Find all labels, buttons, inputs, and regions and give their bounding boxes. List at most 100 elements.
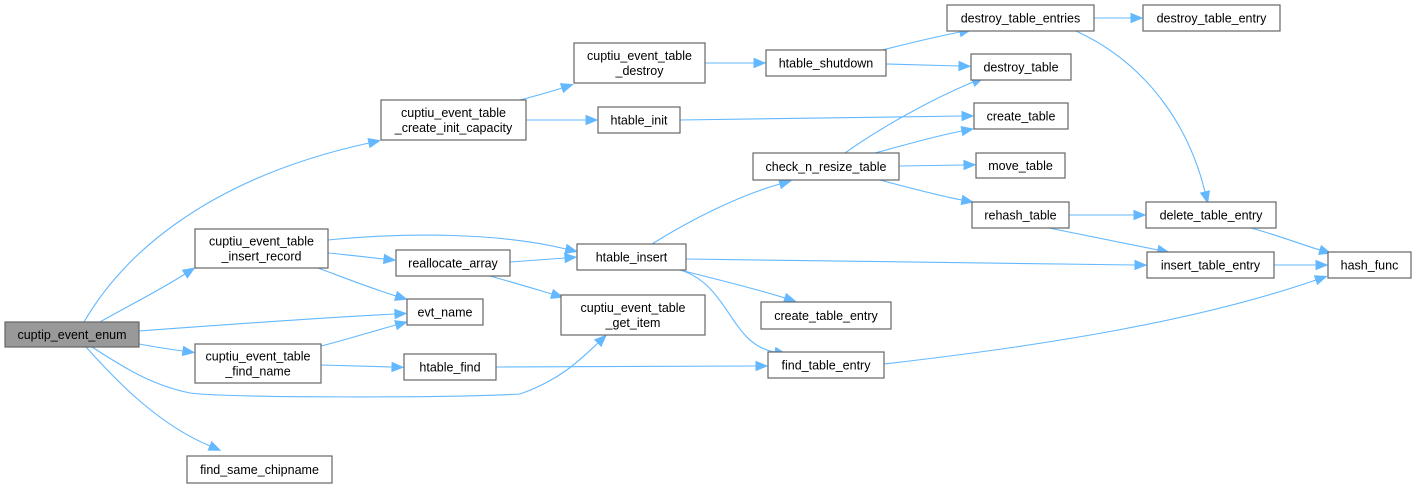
edge-cuptiu-event-table-create-init-capacity-to-cuptiu-event-table-destroy <box>519 83 574 101</box>
node-htable-find[interactable]: htable_find <box>403 353 497 381</box>
edge-line <box>320 364 393 368</box>
node-label: htable_insert <box>596 251 668 265</box>
arrowhead-icon <box>382 253 397 265</box>
node-evt-name[interactable]: evt_name <box>406 298 484 326</box>
node-cuptiu-event-table-insert-record[interactable]: cuptiu_event_table_insert_record <box>194 228 329 269</box>
node-cuptiu-event-table-find-name[interactable]: cuptiu_event_table_find_name <box>194 343 322 384</box>
edge-line <box>685 258 1136 266</box>
node-label: _get_item <box>605 316 661 330</box>
arrowhead-icon <box>753 57 767 69</box>
arrowhead-icon <box>778 179 792 190</box>
edge-cuptiu-event-table-insert-record-to-evt-name <box>317 267 408 301</box>
node-create-table-entry[interactable]: create_table_entry <box>760 301 892 330</box>
nodes-layer: cuptip_event_enumcuptiu_event_table_crea… <box>4 4 1412 484</box>
arrowhead-icon <box>564 243 578 254</box>
arrowhead-icon <box>181 267 196 279</box>
edge-cuptiu-event-table-destroy-to-htable-shutdown <box>705 57 767 69</box>
node-box <box>765 49 887 77</box>
edge-check-n-resize-table-to-create-table <box>874 125 975 154</box>
node-insert-table-entry[interactable]: insert_table_entry <box>1146 251 1275 279</box>
edge-destroy-table-entries-to-delete-table-entry <box>1075 30 1210 204</box>
node-rehash-table[interactable]: rehash_table <box>971 201 1070 229</box>
edge-find-table-entry-to-hash-func <box>883 275 1328 365</box>
node-cuptiu-event-table-create-init-capacity[interactable]: cuptiu_event_table_create_init_capacity <box>380 99 527 141</box>
node-check-n-resize-table[interactable]: check_n_resize_table <box>752 152 900 181</box>
edge-cuptiu-event-table-insert-record-to-reallocate-array <box>327 252 397 265</box>
edge-rehash-table-to-delete-table-entry <box>1069 209 1147 221</box>
edge-cuptip-event-enum-to-evt-name <box>138 308 408 332</box>
edge-htable-shutdown-to-destroy-table <box>885 60 972 72</box>
node-reallocate-array[interactable]: reallocate_array <box>395 249 511 277</box>
edge-line <box>679 269 786 299</box>
node-box <box>1327 251 1412 279</box>
edge-line <box>651 183 781 245</box>
edge-cuptiu-event-table-insert-record-to-htable-insert <box>327 234 578 254</box>
node-label: cuptiu_event_table <box>581 301 686 315</box>
edge-line <box>885 63 960 67</box>
node-label: _create_init_capacity <box>394 121 513 135</box>
node-label: destroy_table_entries <box>961 12 1081 26</box>
node-hash-func[interactable]: hash_func <box>1327 251 1412 279</box>
arrowhead-icon <box>1134 259 1148 271</box>
node-box <box>573 42 706 84</box>
node-box <box>1145 201 1277 229</box>
arrowhead-icon <box>559 83 574 94</box>
node-label: hash_func <box>1341 259 1399 273</box>
arrowhead-icon <box>1130 12 1144 24</box>
edge-check-n-resize-table-to-move-table <box>898 159 977 171</box>
node-box <box>1142 4 1281 32</box>
node-box <box>403 353 497 381</box>
node-label: check_n_resize_table <box>766 160 887 174</box>
node-label: _destroy <box>615 64 665 78</box>
node-destroy-table-entries[interactable]: destroy_table_entries <box>946 4 1095 32</box>
edge-delete-table-entry-to-hash-func <box>1250 227 1332 255</box>
arrowhead-icon <box>393 290 408 301</box>
node-box <box>406 298 484 326</box>
node-box <box>946 4 1095 32</box>
node-label: cuptiu_event_table <box>587 49 692 63</box>
edge-insert-table-entry-to-hash-func <box>1274 259 1329 271</box>
node-cuptiu-event-table-destroy[interactable]: cuptiu_event_table_destroy <box>573 42 706 84</box>
node-box <box>597 106 681 134</box>
edge-cuptip-event-enum-to-find-same-chipname <box>85 346 222 451</box>
node-box <box>975 152 1066 179</box>
edge-line <box>1048 227 1159 251</box>
node-label: _insert_record <box>221 250 302 264</box>
node-box <box>760 301 892 330</box>
edge-line <box>874 130 963 154</box>
edge-cuptip-event-enum-to-cuptiu-event-table-get-item <box>91 334 607 398</box>
node-create-table[interactable]: create_table <box>973 102 1069 130</box>
edge-htable-init-to-create-table <box>679 110 975 122</box>
node-label: cuptiu_event_table <box>206 350 311 364</box>
arrowhead-icon <box>585 114 599 126</box>
edge-line <box>327 252 385 260</box>
node-box <box>973 102 1069 130</box>
node-htable-insert[interactable]: htable_insert <box>576 243 687 271</box>
edge-cuptiu-event-table-find-name-to-htable-find <box>320 361 405 373</box>
node-find-table-entry[interactable]: find_table_entry <box>767 351 885 379</box>
arrowhead-icon <box>367 137 382 149</box>
node-label: cuptip_event_enum <box>17 328 126 342</box>
node-delete-table-entry[interactable]: delete_table_entry <box>1145 201 1277 229</box>
node-label: htable_find <box>419 361 480 375</box>
edge-line <box>883 279 1317 365</box>
node-label: find_same_chipname <box>200 463 319 477</box>
node-box <box>194 228 329 269</box>
edge-line <box>509 257 566 263</box>
edge-htable-insert-to-check-n-resize-table <box>651 179 792 245</box>
edge-cuptiu-event-table-create-init-capacity-to-htable-init <box>526 114 599 126</box>
node-destroy-table-entry[interactable]: destroy_table_entry <box>1142 4 1281 32</box>
node-cuptiu-event-table-get-item[interactable]: cuptiu_event_table_get_item <box>560 294 706 336</box>
node-find-same-chipname[interactable]: find_same_chipname <box>186 455 333 484</box>
edge-rehash-table-to-insert-table-entry <box>1048 227 1171 256</box>
edge-line <box>85 346 211 447</box>
edge-line <box>83 142 370 323</box>
node-destroy-table[interactable]: destroy_table <box>970 53 1072 81</box>
node-htable-shutdown[interactable]: htable_shutdown <box>765 49 887 77</box>
node-move-table[interactable]: move_table <box>975 152 1066 179</box>
edge-line <box>844 81 974 154</box>
node-htable-init[interactable]: htable_init <box>597 106 681 134</box>
node-box <box>1146 251 1275 279</box>
arrowhead-icon <box>1199 190 1210 204</box>
